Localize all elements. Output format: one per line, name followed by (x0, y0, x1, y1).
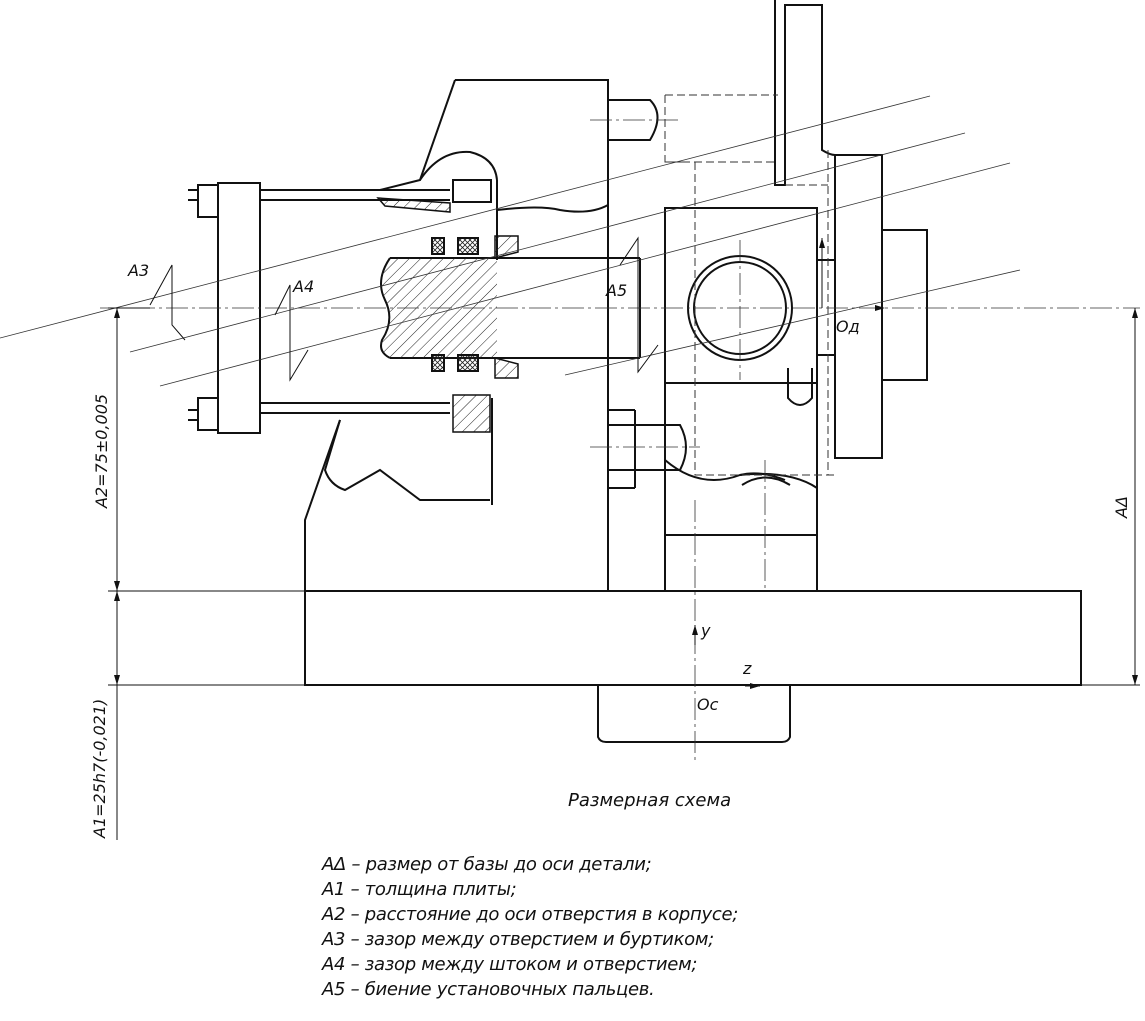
legend: AΔ – размер от базы до оси детали; A1 – … (322, 852, 738, 1002)
diagram-caption: Размерная схема (568, 790, 732, 811)
bottom-tenon (597, 685, 791, 743)
right-plate (834, 154, 883, 459)
legend-item: A4 – зазор между штоком и отверстием; (322, 954, 698, 975)
label-a1-dim: A1=25h7(-0,021) (90, 699, 109, 839)
legend-item: A1 – толщина плиты; (322, 879, 517, 900)
right-block (664, 207, 818, 384)
legend-item: AΔ – размер от базы до оси детали; (322, 854, 652, 875)
label-y-axis: y (700, 621, 711, 640)
legend-item: A3 – зазор между отверстием и буртиком; (322, 929, 714, 950)
legend-item: A2 – расстояние до оси отверстия в корпу… (322, 904, 738, 925)
base-plate (304, 590, 1082, 686)
label-z-axis: z (742, 659, 752, 678)
label-a-delta: AΔ (1112, 496, 1131, 519)
label-a4: A4 (292, 277, 314, 296)
top-finger (608, 99, 659, 141)
label-a5: A5 (605, 281, 627, 300)
label-od: Oд (836, 317, 860, 336)
label-oc: Oc (697, 695, 719, 714)
legend-item: A5 – биение установочных пальцев. (322, 979, 655, 1000)
mid-finger (607, 424, 687, 471)
top-vertical-pin (774, 0, 836, 186)
label-a2-dim: A2=75±0,005 (92, 394, 111, 509)
label-a3: A3 (127, 261, 149, 280)
